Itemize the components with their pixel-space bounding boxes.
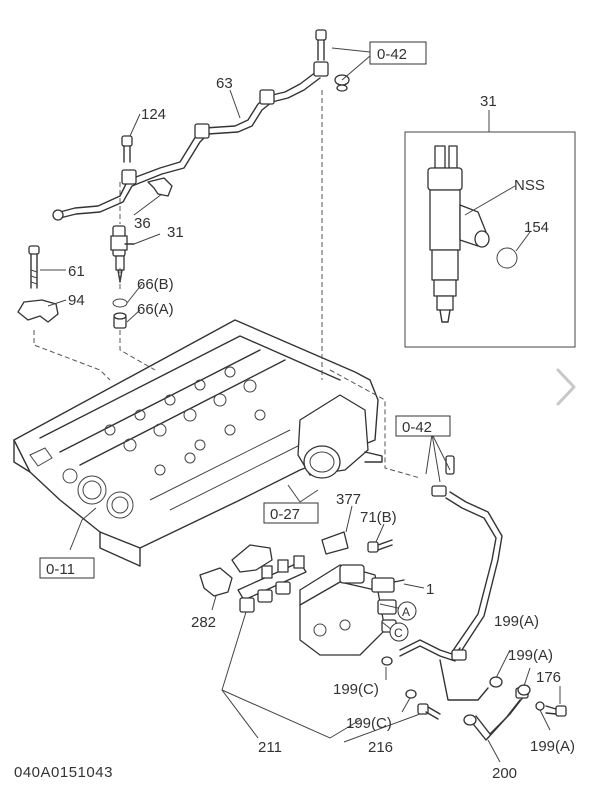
washer-199a-3 [535,701,545,711]
label-199c-1: 199(C) [333,681,379,698]
bolt-176 [545,705,567,717]
label-71b: 71(B) [360,509,397,526]
ref-box-0-42-top [369,41,427,65]
clip-36 [147,177,173,197]
bolt-124 [121,135,133,163]
ref-0-11: 0-11 [46,561,75,578]
label-1: 1 [426,581,434,598]
stud-61 [28,245,40,289]
label-199a-2: 199(A) [508,647,553,664]
ref-box-0-27 [263,502,319,524]
diagram-code: 040A0151043 [14,764,113,781]
label-200: 200 [492,765,517,782]
label-94: 94 [68,292,85,309]
label-176: 176 [536,669,561,686]
label-66b: 66(B) [137,276,174,293]
label-31-inset: 31 [480,93,497,110]
ref-box-0-11 [39,557,95,579]
bolt-top [313,29,350,92]
label-199c-2: 199(C) [346,715,392,732]
label-nss: NSS [514,177,545,194]
label-31: 31 [167,224,184,241]
bolt-71b [367,539,393,553]
label-63: 63 [216,75,233,92]
washer-66a [113,312,127,329]
ref-0-42-mid: 0-42 [402,419,432,436]
label-36: 36 [134,215,151,232]
supply-pump-1 [299,564,405,656]
chevron-right-icon [556,368,576,406]
circle-a: A [402,605,410,619]
ref-box-0-42-mid [395,415,451,437]
guide-lines [33,90,421,479]
leader-lines [40,47,561,763]
label-124: 124 [141,106,166,123]
label-216: 216 [368,739,393,756]
hose-200 [463,687,529,741]
circle-a-ring [397,601,417,621]
circle-c: C [394,626,403,640]
next-page-button[interactable] [546,362,586,412]
cylinder-head [13,319,383,567]
common-rail-211 [237,555,307,613]
bracket-377 [321,531,349,555]
fuel-pipe [399,455,503,701]
bracket-282 [199,567,233,597]
washer-199c-2 [405,689,417,699]
injection-pipe-63 [52,71,321,221]
washer-199c-1 [381,656,393,666]
bolt-216 [417,703,441,720]
o-ring-66b [112,298,128,308]
label-199a-1: 199(A) [494,613,539,630]
label-211: 211 [258,739,282,756]
washer-199a-1 [489,676,503,688]
circle-c-ring [389,622,409,642]
label-282: 282 [191,614,216,631]
washer-199a-2 [517,684,531,696]
injector-31-small [110,225,135,283]
ref-0-27: 0-27 [270,506,300,523]
ref-0-42-top: 0-42 [377,46,407,63]
label-377: 377 [336,491,361,508]
clamp-94 [17,299,59,323]
label-61: 61 [68,263,85,280]
label-66a: 66(A) [137,301,174,318]
label-154: 154 [524,219,549,236]
part-labels: 0-42 63 124 36 31 61 94 66(B) 66(A) 31 N… [39,41,575,782]
injector-detail-inset [404,131,576,348]
label-199a-3: 199(A) [530,738,575,755]
